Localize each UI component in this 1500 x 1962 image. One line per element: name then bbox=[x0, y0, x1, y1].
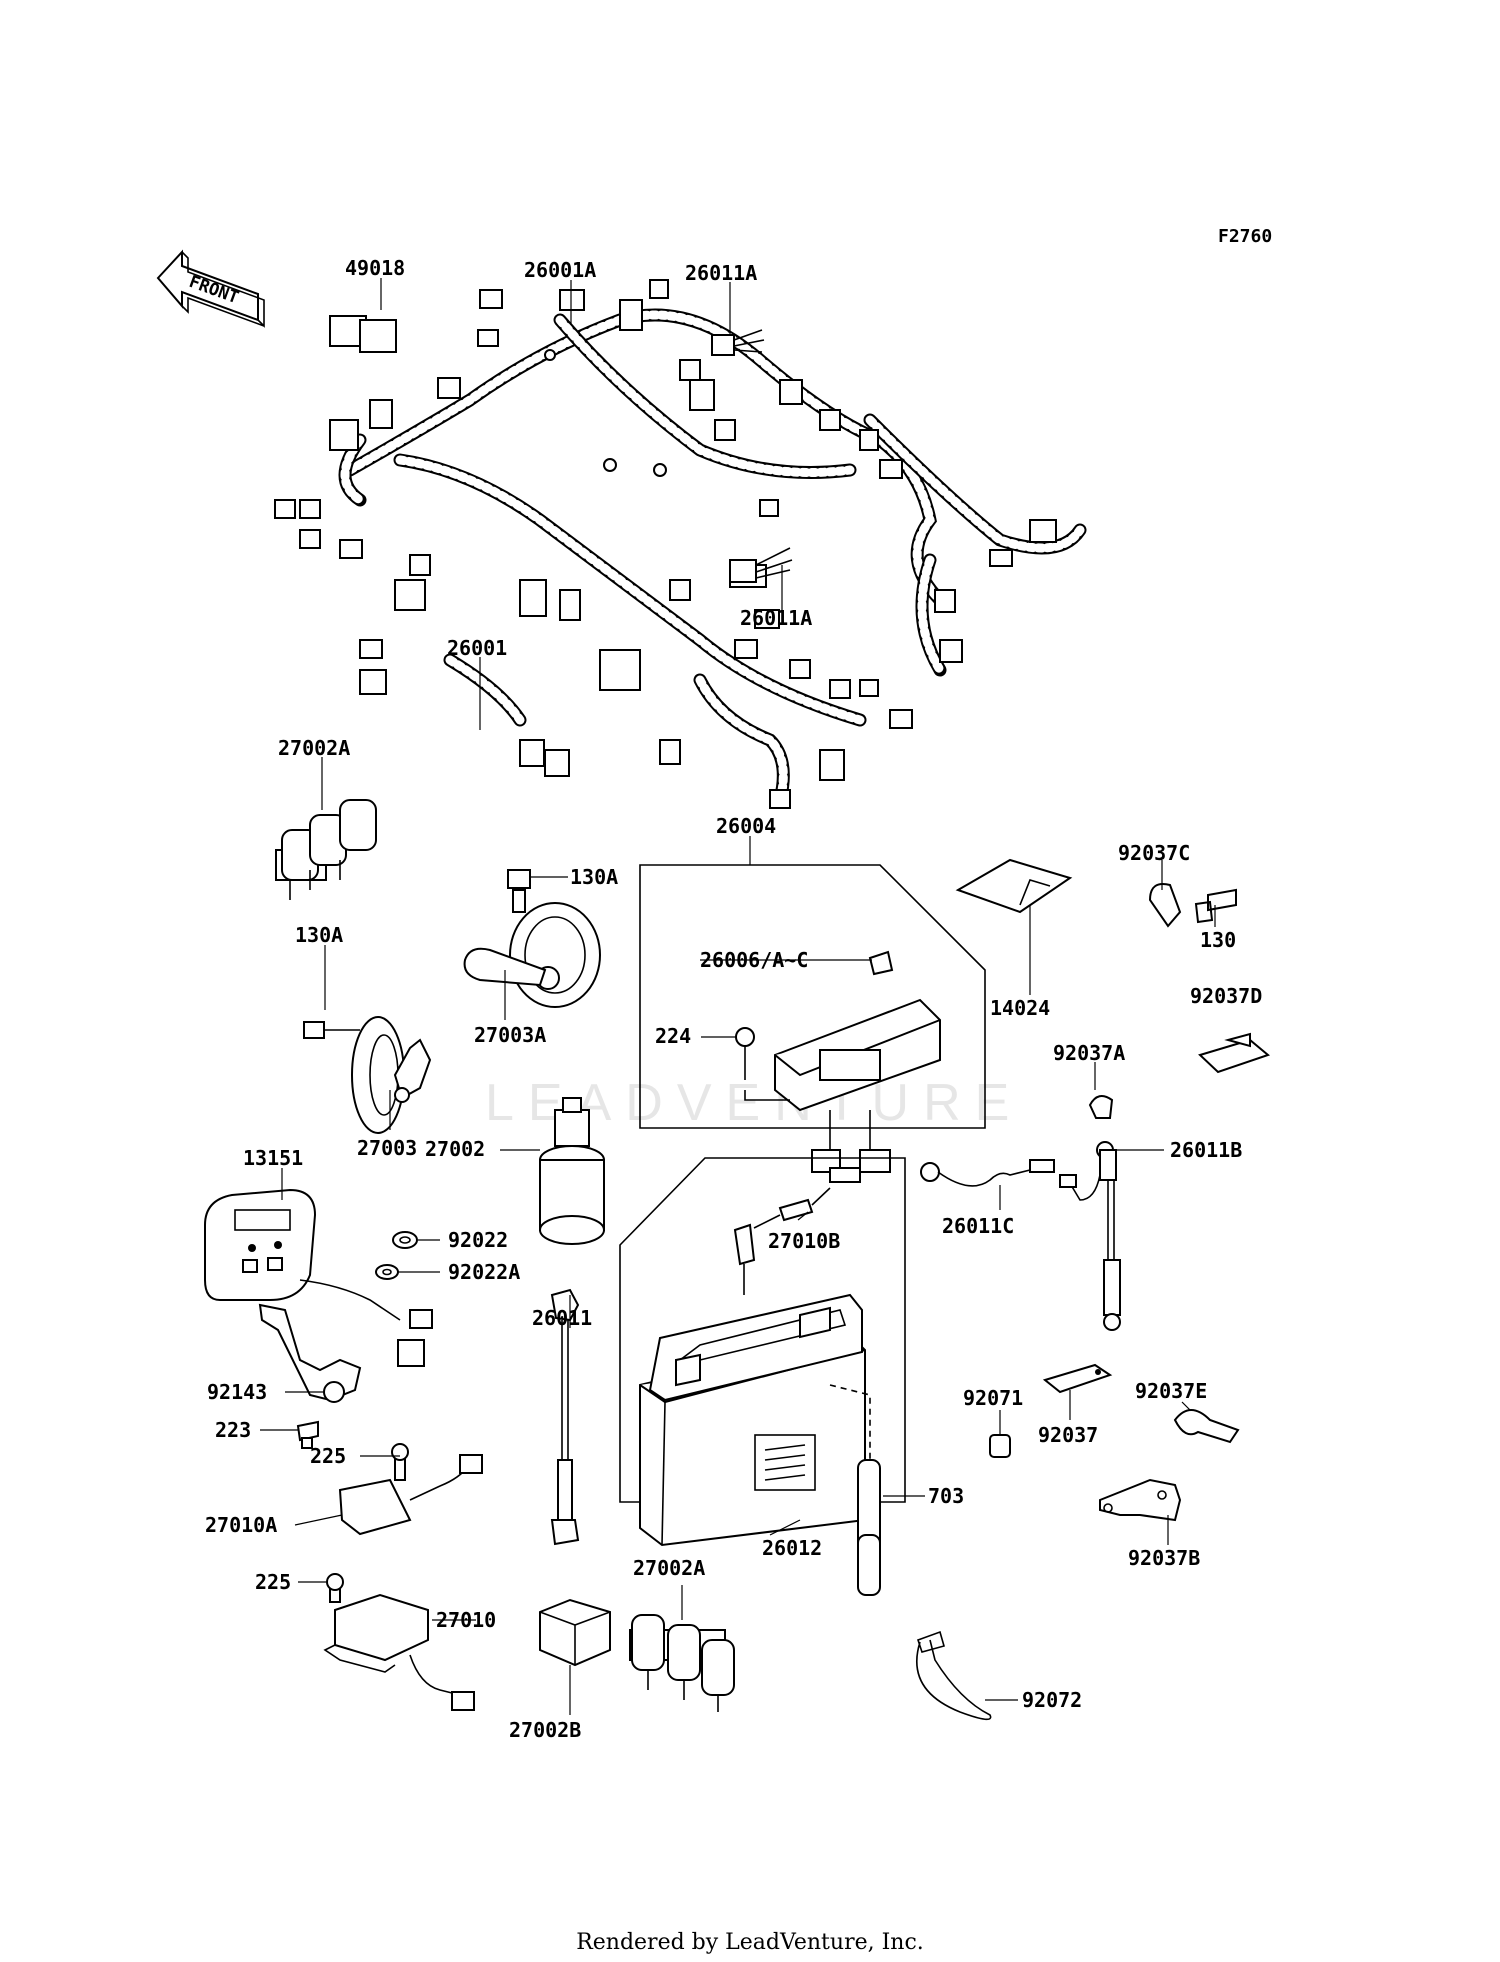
label-27002B: 27002B bbox=[509, 1718, 581, 1742]
label-27002: 27002 bbox=[425, 1137, 485, 1161]
label-26006: 26006/A~C bbox=[700, 948, 808, 972]
front-arrow-icon: FRONT bbox=[156, 249, 265, 328]
diagram-code: F2760 bbox=[1218, 226, 1272, 247]
label-225-b: 225 bbox=[255, 1570, 291, 1594]
label-27003: 27003 bbox=[357, 1136, 417, 1160]
grommet-92143 bbox=[323, 1381, 345, 1403]
bracket-92037B bbox=[1099, 1478, 1182, 1522]
bracket-92037 bbox=[1042, 1363, 1113, 1394]
leader-lines bbox=[260, 278, 1216, 1715]
horn-27003A bbox=[463, 869, 601, 1008]
clamp-92037C bbox=[1148, 883, 1237, 928]
relay-27002B bbox=[539, 1598, 611, 1667]
label-27003A: 27003A bbox=[474, 1023, 546, 1047]
label-26011A-mid: 26011A bbox=[740, 606, 812, 630]
relay-27002A-bottom bbox=[629, 1614, 735, 1712]
bolt-223 bbox=[296, 1420, 319, 1449]
horn-27003 bbox=[303, 1016, 432, 1134]
footer-credit: Rendered by LeadVenture, Inc. bbox=[576, 1930, 924, 1955]
label-26011C: 26011C bbox=[942, 1214, 1014, 1238]
label-26004: 26004 bbox=[716, 814, 776, 838]
lead-26011A-top bbox=[711, 329, 765, 356]
label-92037B: 92037B bbox=[1128, 1546, 1200, 1570]
band-92072 bbox=[916, 1630, 992, 1721]
label-225-a: 225 bbox=[310, 1444, 346, 1468]
label-92022A: 92022A bbox=[448, 1260, 520, 1284]
label-224: 224 bbox=[655, 1024, 691, 1048]
junction-box-26004 bbox=[639, 864, 986, 1173]
lead-26011A-mid bbox=[729, 547, 793, 583]
label-26001: 26001 bbox=[447, 636, 507, 660]
label-130: 130 bbox=[1200, 928, 1236, 952]
tube-703 bbox=[829, 1384, 881, 1596]
label-92072: 92072 bbox=[1022, 1688, 1082, 1712]
label-703: 703 bbox=[928, 1484, 964, 1508]
part-labels: 49018 26001A 26011A 26011A 26001 27002A … bbox=[205, 256, 1262, 1742]
label-92037A: 92037A bbox=[1053, 1041, 1125, 1065]
label-92037: 92037 bbox=[1038, 1423, 1098, 1447]
label-49018: 49018 bbox=[345, 256, 405, 280]
cable-26011 bbox=[550, 1288, 580, 1546]
label-14024: 14024 bbox=[990, 996, 1050, 1020]
label-27002A-top: 27002A bbox=[278, 736, 350, 760]
regulator-27010 bbox=[323, 1573, 475, 1711]
clip-92037A bbox=[1088, 1095, 1114, 1119]
nut-92022A bbox=[375, 1264, 399, 1280]
bracket-92037D bbox=[1198, 1032, 1271, 1074]
relay-27002 bbox=[539, 1097, 605, 1245]
regulator-27010A bbox=[338, 1443, 483, 1536]
main-wire-harness bbox=[274, 279, 1087, 809]
label-13151: 13151 bbox=[243, 1146, 303, 1170]
relay-27002A-top bbox=[275, 799, 377, 900]
relay-49018 bbox=[329, 315, 397, 353]
label-26012: 26012 bbox=[762, 1536, 822, 1560]
label-223: 223 bbox=[215, 1418, 251, 1442]
damper-92071 bbox=[989, 1434, 1011, 1458]
cable-26011B bbox=[1059, 1141, 1121, 1331]
label-27010: 27010 bbox=[436, 1608, 496, 1632]
label-130A-b: 130A bbox=[295, 923, 343, 947]
label-92143: 92143 bbox=[207, 1380, 267, 1404]
label-92037D: 92037D bbox=[1190, 984, 1262, 1008]
cable-26011C bbox=[920, 1159, 1055, 1187]
label-26011A-top: 26011A bbox=[685, 261, 757, 285]
label-130A-a: 130A bbox=[570, 865, 618, 889]
washer-92022 bbox=[392, 1231, 418, 1249]
label-92037C: 92037C bbox=[1118, 841, 1190, 865]
label-26011B: 26011B bbox=[1170, 1138, 1242, 1162]
label-27002A-bottom: 27002A bbox=[633, 1556, 705, 1580]
label-14024 bbox=[955, 858, 1073, 914]
label-92037E: 92037E bbox=[1135, 1379, 1207, 1403]
label-92071: 92071 bbox=[963, 1386, 1023, 1410]
label-26011: 26011 bbox=[532, 1306, 592, 1330]
label-26001A: 26001A bbox=[524, 258, 596, 282]
label-27010B: 27010B bbox=[768, 1229, 840, 1253]
switch-13151 bbox=[204, 1188, 433, 1402]
bracket-92037E bbox=[1173, 1409, 1240, 1444]
label-92022: 92022 bbox=[448, 1228, 508, 1252]
label-27010A: 27010A bbox=[205, 1513, 277, 1537]
lead-27010B bbox=[733, 1167, 861, 1295]
